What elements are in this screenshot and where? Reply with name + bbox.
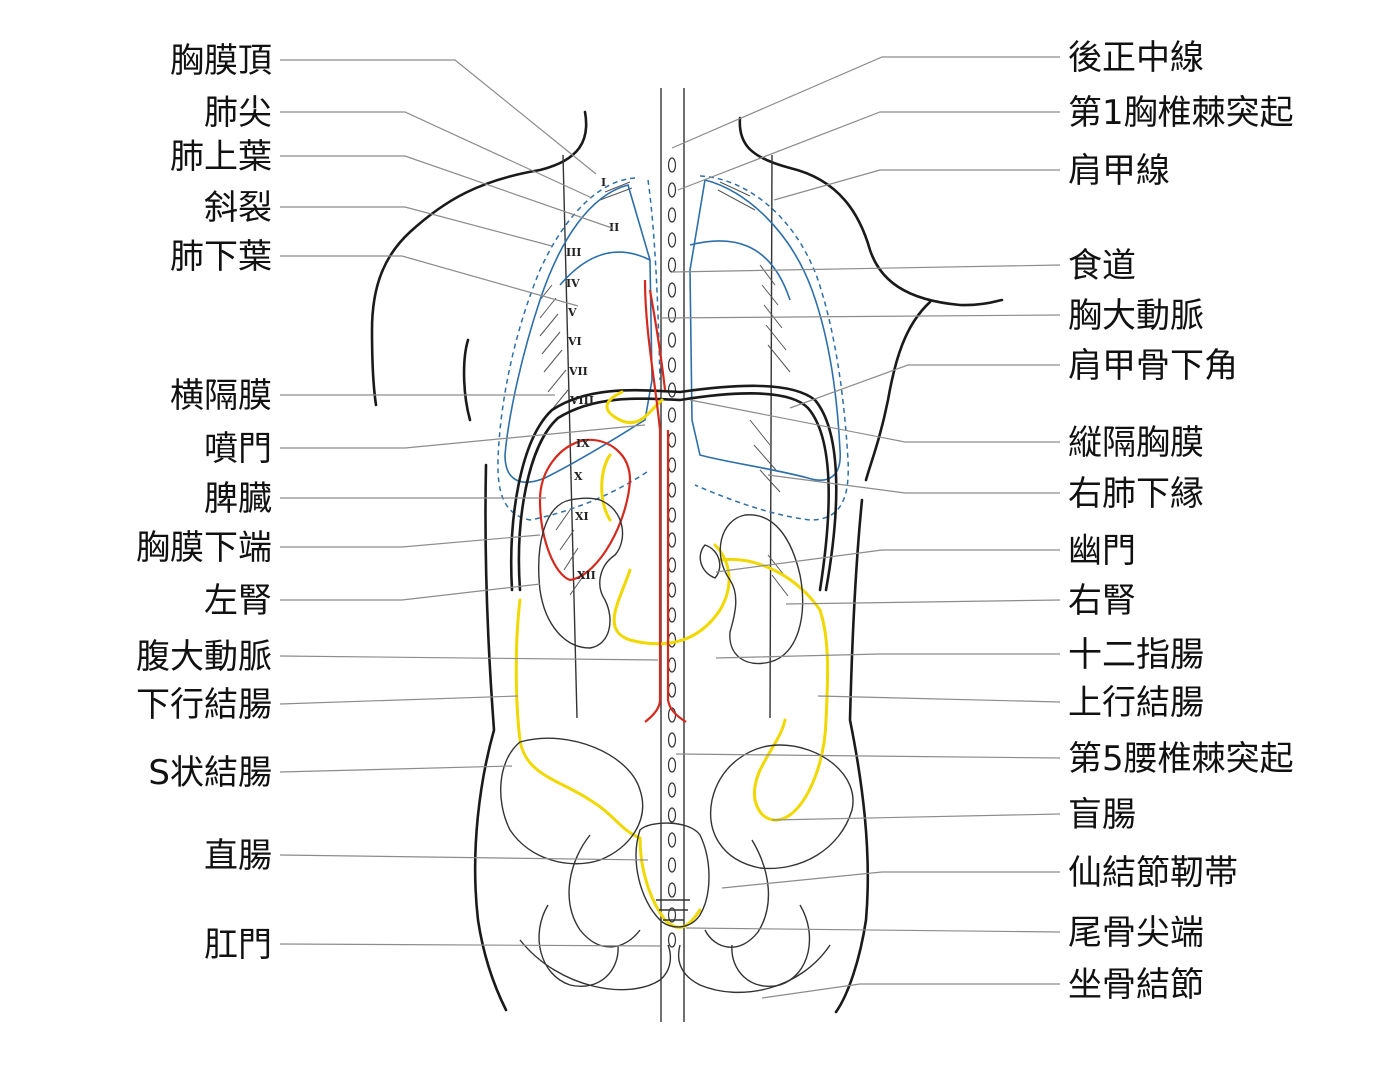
spinous-process-mark [667,157,677,173]
label-upper-lobe: 肺上葉 [170,137,272,177]
label-posterior-median-line: 後正中線 [1068,38,1204,78]
right-kidney [719,514,804,665]
label-spleen: 脾臓 [204,479,272,519]
spinous-process-mark [667,407,677,423]
spinous-process-mark [667,607,677,623]
vertebra-label: VII [568,365,588,378]
spinous-process-mark [667,732,677,748]
spinous-process-mark [667,657,677,673]
label-cardia: 噴門 [204,429,272,469]
vertebra-label: IX [576,437,590,450]
label-cecum: 盲腸 [1068,795,1136,835]
spinous-process-mark [667,482,677,498]
label-anus: 肛門 [204,925,272,965]
label-inferior-angle-scapula: 肩甲骨下角 [1068,346,1238,386]
vertebra-labels: I II III IV V VI VII VIII IX X XI XII [566,176,619,582]
kidneys-pelvis [500,497,854,987]
label-descending-colon: 下行結腸 [136,685,272,725]
spinous-process-mark [667,507,677,523]
left-lung [504,184,653,483]
spinous-process-mark [667,232,677,248]
spinous-processes: /* placeholder */ [667,157,677,948]
spinous-process-mark [667,357,677,373]
label-lung-apex: 肺尖 [204,93,272,133]
vertebra-label: VIII [569,394,594,407]
label-ascending-colon: 上行結腸 [1068,683,1204,723]
label-lower-lobe: 肺下葉 [170,237,272,277]
label-diaphragm: 横隔膜 [170,376,272,416]
vertebra-label: X [574,470,583,483]
label-scapular-line: 肩甲線 [1068,151,1170,191]
spinous-process-mark [667,532,677,548]
spinous-process-mark [667,782,677,798]
spinous-process-mark [667,582,677,598]
spleen-outline [538,438,632,582]
spinous-process-mark [667,832,677,848]
vertebra-label: I [601,176,606,189]
spinous-process-mark [667,182,677,198]
label-mediastinal-pleura: 縦隔胸膜 [1068,423,1204,463]
lungs [497,175,849,521]
left-pleura [497,177,651,521]
spinous-process-mark [667,882,677,898]
label-right-kidney: 右腎 [1068,581,1136,621]
label-t1-spinous-process: 第1胸椎棘突起 [1068,93,1294,133]
label-left-kidney: 左腎 [204,581,272,621]
label-sigmoid-colon: S状結腸 [148,753,272,793]
spinous-process-mark [667,307,677,323]
spinous-process-mark [667,432,677,448]
left-labels: 胸膜頂 肺尖 肺上葉 斜裂 肺下葉 横隔膜 噴門 脾臓 胸膜下端 左腎 腹大動脈… [136,41,661,965]
label-right-lung-lower-border: 右肺下縁 [1068,474,1204,514]
vertebra-label: VI [567,335,582,348]
vertebra-label: IV [566,277,580,290]
diaphragm [509,384,838,592]
vertebra-label: III [566,246,581,259]
spinous-process-mark [667,457,677,473]
spinous-process-mark [667,207,677,223]
spinous-process-mark [667,632,677,648]
vertebra-label: II [609,221,619,234]
label-pleural-cupula: 胸膜頂 [170,41,272,81]
label-pleura-lower-end: 胸膜下端 [136,528,272,568]
right-lung [689,179,841,481]
aorta [538,279,687,723]
spinous-process-mark [667,682,677,698]
label-coccyx-tip: 尾骨尖端 [1068,913,1204,953]
spinous-process-mark [667,907,677,923]
spinous-process-mark [667,857,677,873]
label-esophagus: 食道 [1068,246,1136,286]
left-ilium [500,737,644,865]
label-thoracic-aorta: 胸大動脈 [1068,296,1204,336]
label-sacrotuberous-ligament: 仙結節靭帯 [1068,853,1238,893]
spinous-process-mark [667,932,677,948]
label-oblique-fissure: 斜裂 [204,188,272,228]
label-abdominal-aorta: 腹大動脈 [136,637,272,677]
vertebra-label: V [567,306,577,319]
spinous-process-mark [667,282,677,298]
right-pleura [694,175,849,521]
label-l5-spinous-process: 第5腰椎棘突起 [1068,739,1294,779]
left-kidney [538,497,624,649]
right-ilium [710,744,854,870]
label-duodenum: 十二指腸 [1068,635,1204,675]
spinous-process-mark [667,557,677,573]
vertebra-label: XI [575,510,589,523]
label-rectum: 直腸 [204,836,272,876]
spinous-process-mark [667,257,677,273]
right-labels: 後正中線 第1胸椎棘突起 肩甲線 食道 胸大動脈 肩甲骨下角 縦隔胸膜 右肺下縁… [659,38,1294,1005]
body-outline [370,110,1004,1014]
spinous-process-mark [667,332,677,348]
spinous-process-mark [667,382,677,398]
spinous-process-mark [667,757,677,773]
vertebra-label: XII [577,569,596,582]
spinous-process-mark [667,807,677,823]
label-pylorus: 幽門 [1068,531,1136,571]
rib-hatching [539,181,791,597]
label-ischial-tuberosity: 坐骨結節 [1068,965,1204,1005]
